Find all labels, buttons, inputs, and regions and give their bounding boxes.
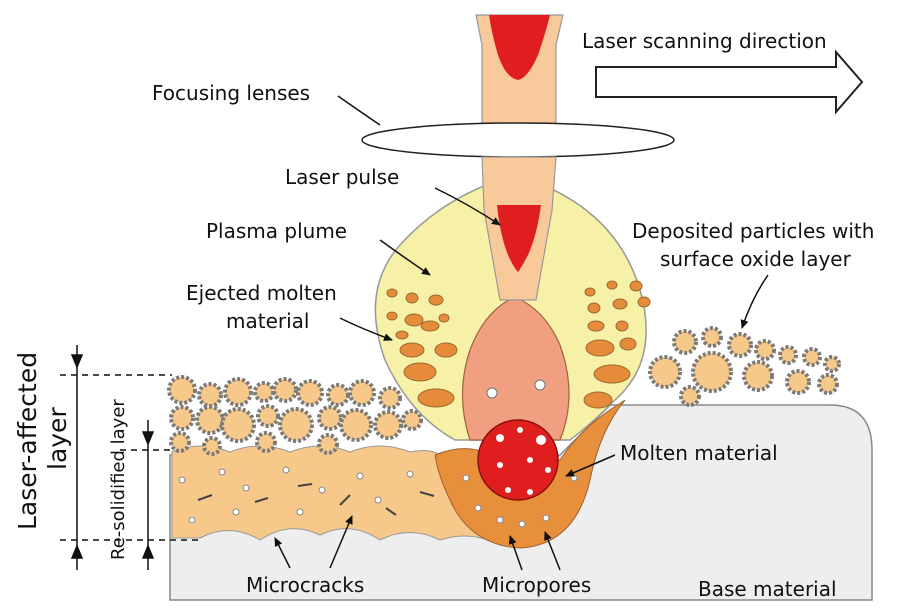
label-scan-direction: Laser scanning direction (582, 29, 827, 53)
label-deposited-line2: surface oxide layer (660, 247, 852, 271)
label-microcracks: Microcracks (246, 573, 364, 597)
label-base-material: Base material (698, 577, 837, 601)
deposited-particles-right (650, 328, 839, 405)
label-deposited-line1: Deposited particles with (632, 219, 874, 243)
label-ejected-line1: Ejected molten (186, 281, 337, 305)
deposited-particles-left (169, 377, 421, 454)
scan-direction-arrow (596, 52, 862, 112)
label-laser-pulse: Laser pulse (285, 165, 399, 189)
label-plasma-plume: Plasma plume (206, 219, 347, 243)
label-laser-affected-line2: layer (43, 407, 72, 470)
label-focusing-lenses: Focusing lenses (152, 81, 310, 105)
label-laser-affected-line1: Laser-affected (13, 352, 42, 530)
label-ejected-line2: material (226, 309, 309, 333)
label-molten-material: Molten material (620, 441, 778, 465)
focusing-lens (362, 123, 674, 157)
label-micropores: Micropores (482, 573, 591, 597)
label-resolidified-layer: Re-solidified layer (108, 399, 129, 560)
